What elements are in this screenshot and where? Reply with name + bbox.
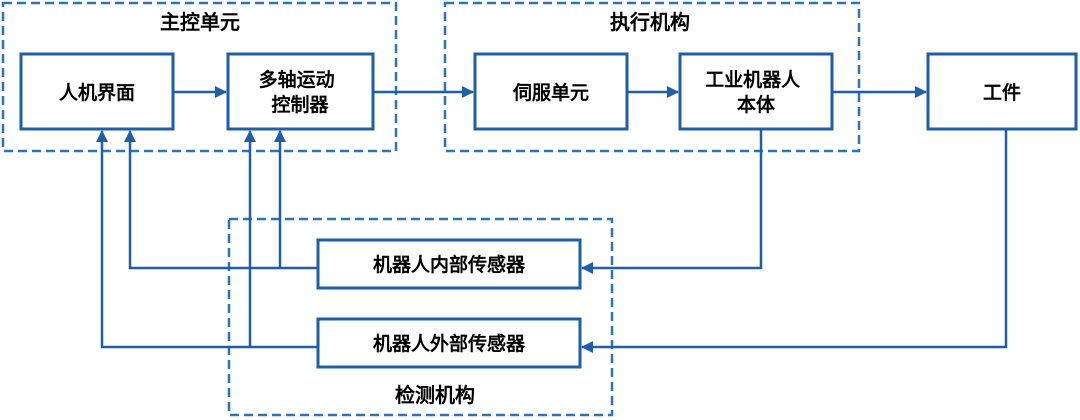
node-servo-unit-box <box>473 52 629 131</box>
group-execution-frame <box>443 1 861 153</box>
node-robot-body-box <box>678 52 834 131</box>
node-servo-unit: 伺服单元 <box>473 52 629 131</box>
arrow-internal-sensor-to-hmi <box>124 130 318 270</box>
node-internal-sensor-box <box>316 238 582 290</box>
connection-layer <box>96 86 1008 353</box>
node-motion-controller: 多轴运动 控制器 <box>226 52 375 131</box>
group-detection-frame <box>227 217 614 417</box>
node-robot-body-label: 工业机器人 本体 <box>705 69 807 116</box>
arrow-external-sensor-to-hmi <box>96 130 318 349</box>
arrow-workpiece-to-external-sensor <box>581 129 1008 353</box>
node-external-sensor: 机器人外部传感器 <box>316 317 582 369</box>
node-servo-unit-label: 伺服单元 <box>512 81 589 104</box>
node-motion-controller-box <box>226 52 375 131</box>
group-main-control-frame <box>1 1 398 153</box>
node-hmi-label: 人机界面 <box>59 82 135 104</box>
node-internal-sensor-label: 机器人内部传感器 <box>373 253 526 276</box>
node-hmi-box <box>19 52 175 131</box>
node-internal-sensor: 机器人内部传感器 <box>316 238 582 290</box>
group-main-control-title: 主控单元 <box>160 10 240 34</box>
node-workpiece: 工件 <box>926 52 1078 131</box>
arrow-robot-body-to-internal-sensor <box>581 129 763 274</box>
node-robot-body: 工业机器人 本体 <box>678 52 834 131</box>
group-execution: 执行机构 <box>443 1 861 153</box>
node-motion-controller-label: 多轴运动 控制器 <box>259 68 342 116</box>
group-detection: 检测机构 <box>227 217 614 417</box>
node-external-sensor-box <box>316 317 582 369</box>
node-workpiece-box <box>926 52 1078 131</box>
node-hmi: 人机界面 <box>19 52 175 131</box>
group-main-control: 主控单元 <box>1 1 398 153</box>
group-detection-title: 检测机构 <box>395 383 475 407</box>
node-external-sensor-label: 机器人外部传感器 <box>373 332 526 355</box>
node-workpiece-label: 工件 <box>983 81 1021 104</box>
group-execution-title: 执行机构 <box>610 10 690 34</box>
